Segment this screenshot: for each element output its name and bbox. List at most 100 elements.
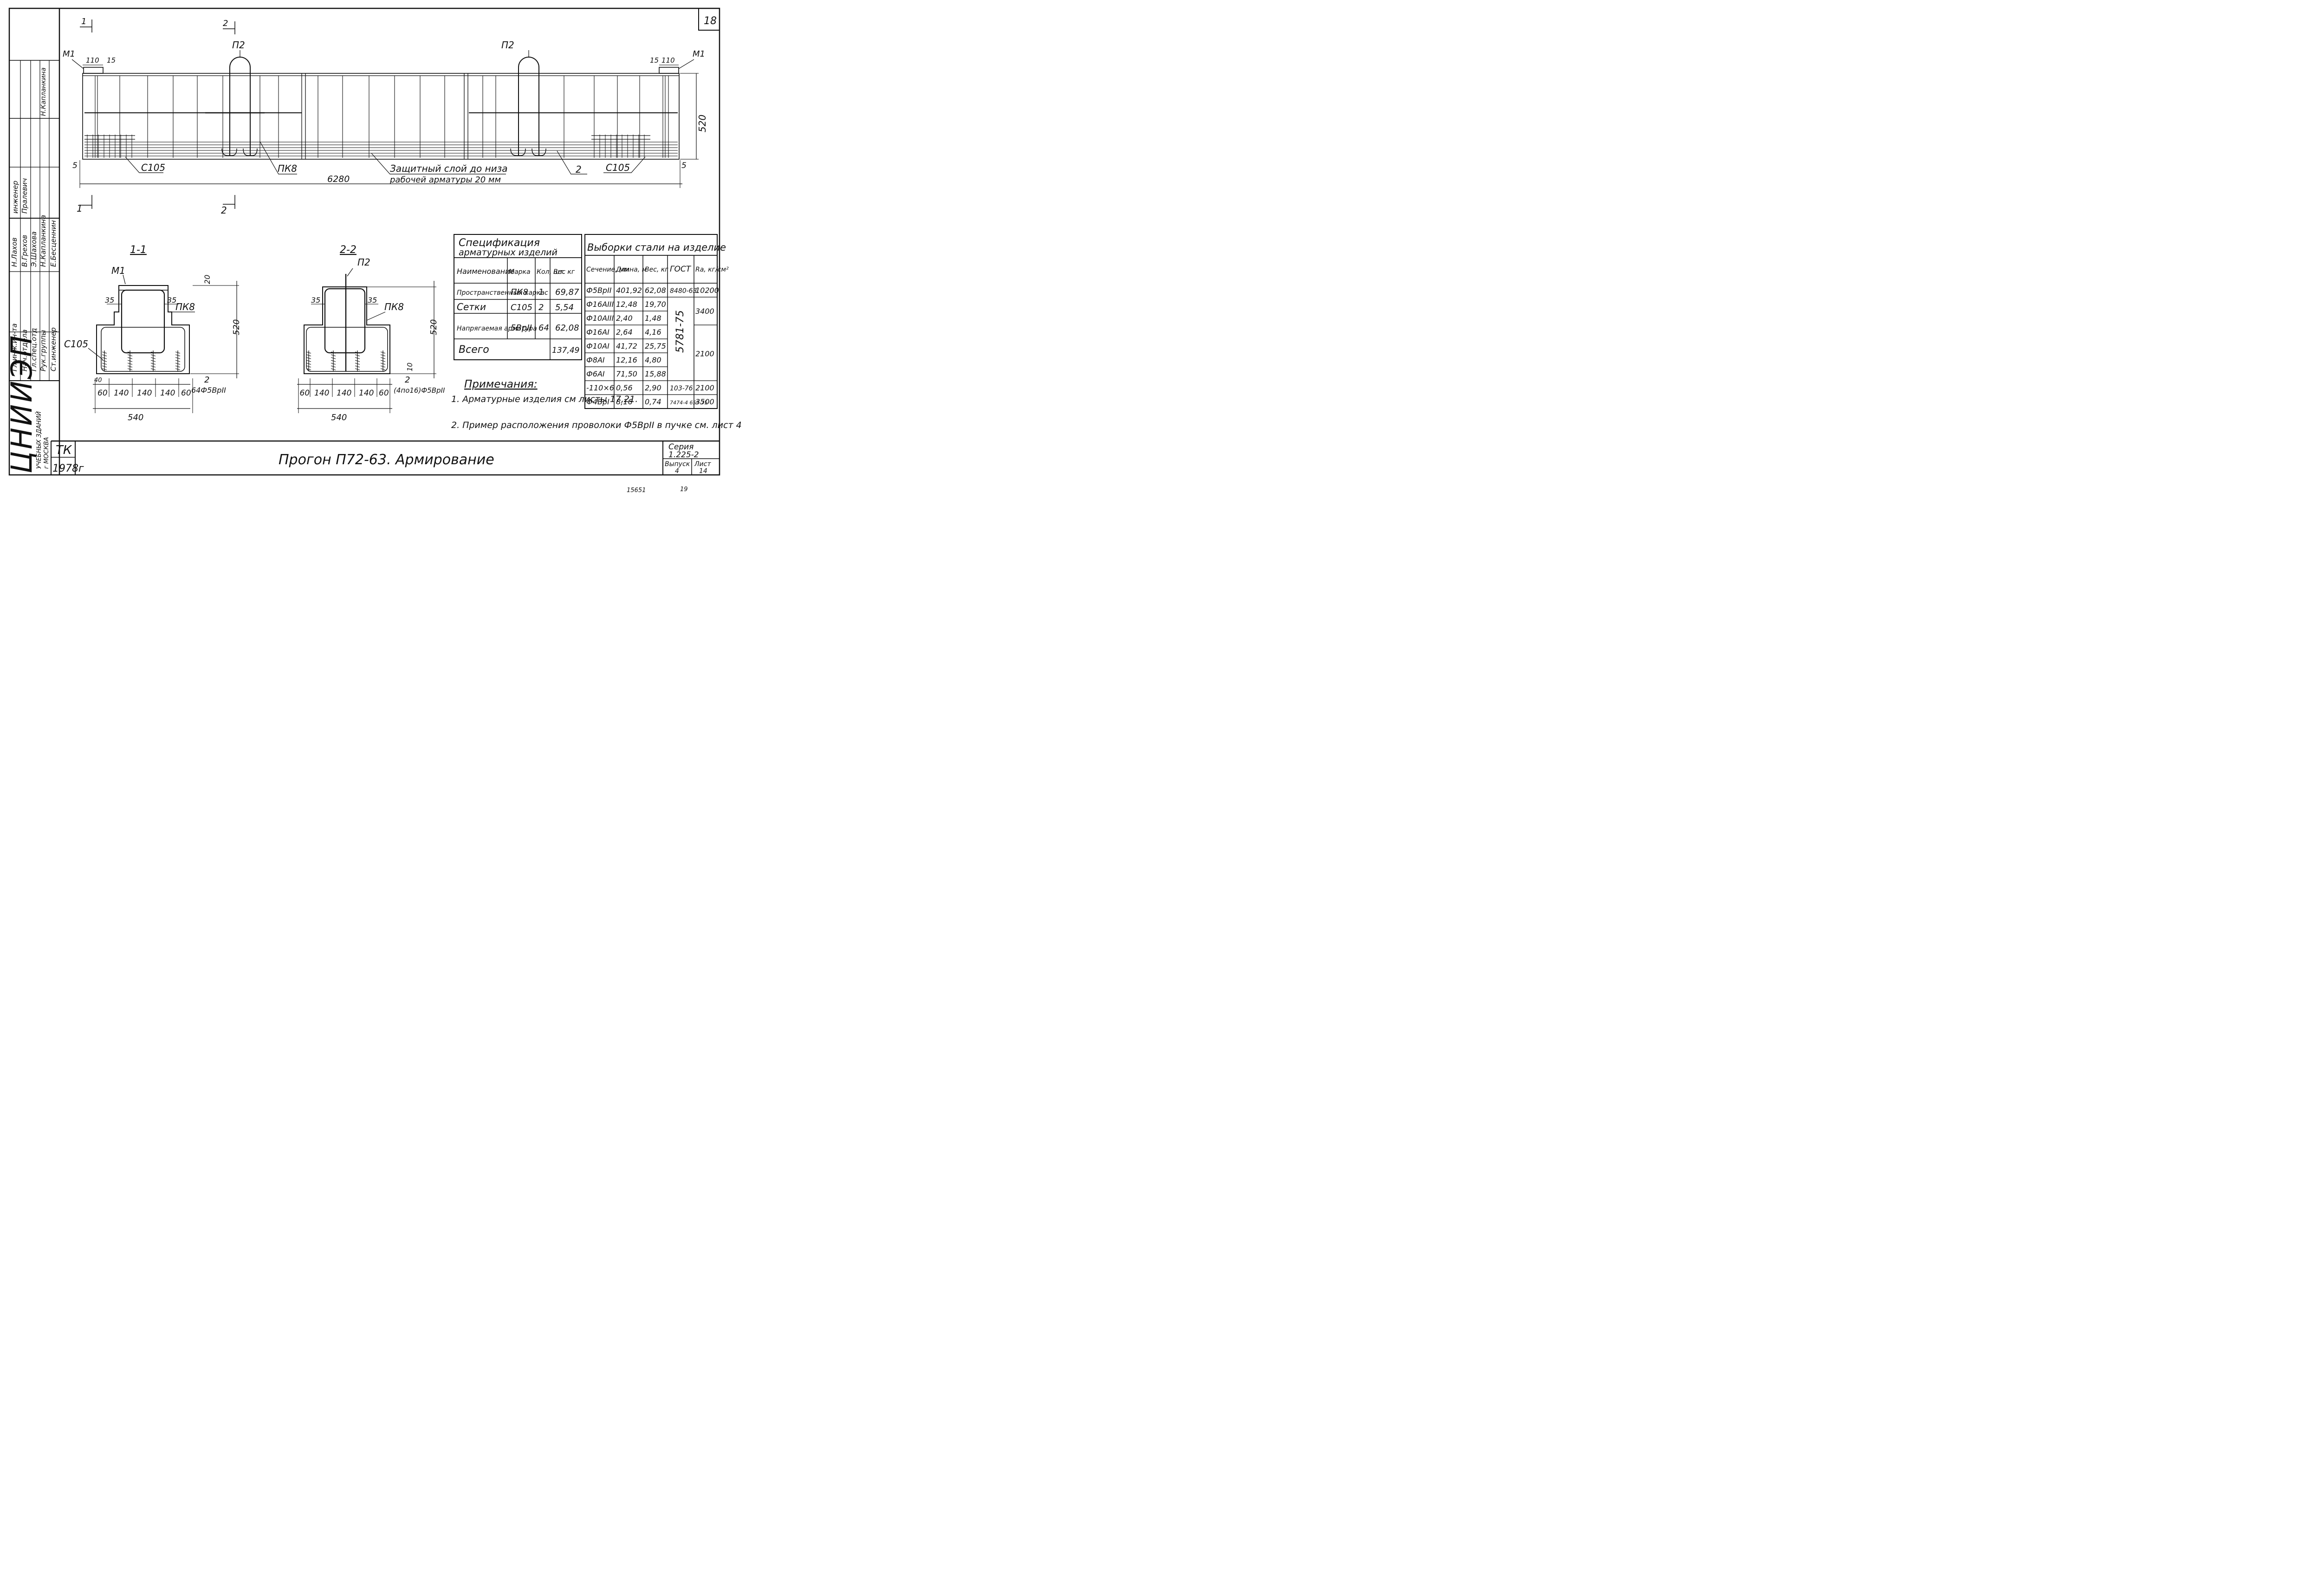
year-label: 1978г <box>52 463 84 474</box>
stamp-role-3: Рук.группы <box>39 330 47 371</box>
steel-cell-0-0: Ф5ВрII <box>586 286 612 295</box>
side-stamp <box>9 60 59 381</box>
steel-cell-3-0: Ф16АI <box>586 328 609 337</box>
section-1-dim-1: 140 <box>114 389 129 398</box>
steel-cell-8-4: 3500 <box>695 397 714 406</box>
spec-cell-0-1: ПК8 <box>511 287 528 297</box>
steel-cell-2-0: Ф10АIII <box>586 314 614 323</box>
steel-title: Выборки стали на изделие <box>587 242 726 253</box>
spec-header-0: Наименование <box>457 267 514 276</box>
section-1-c105: С105 <box>64 338 88 350</box>
section-1-bar-spec: 64Ф5ВрII <box>191 386 226 395</box>
steel-cell-1-2: 19,70 <box>645 300 666 309</box>
stamp-name-0: Н.Лахов <box>10 237 19 267</box>
section-2-dim-0: 60 <box>300 389 310 398</box>
stamp-role-4: Ст.инженер <box>49 327 58 371</box>
spec-cell-2-3: 62,08 <box>555 323 579 333</box>
lifting-loop-left <box>229 57 251 156</box>
bottom-stamp-left: 15651 <box>627 487 646 494</box>
notes-title: Примечания: <box>464 378 538 390</box>
section-1-dim-35b: 35 <box>167 296 176 305</box>
section-2-dim-520: 520 <box>429 319 439 335</box>
dim-5-right: 5 <box>681 161 687 170</box>
dim-110-left: 110 <box>86 56 99 65</box>
sheet-value: 14 <box>699 467 707 475</box>
steel-cell-4-2: 25,75 <box>645 342 666 350</box>
dim-length-6280: 6280 <box>327 174 350 184</box>
sheet-label: Лист <box>694 461 711 468</box>
section-2-title: 2-2 <box>340 244 357 256</box>
section-2-dim-10: 10 <box>406 363 414 371</box>
stamp-role-2: Гл.спец.отд <box>30 328 38 371</box>
steel-cell-7-3: 103-76 <box>670 385 693 392</box>
steel-cell-8-2: 0,74 <box>645 397 661 406</box>
note-1: 1. Арматурные изделия см листы 17,21. <box>451 394 638 404</box>
steel-cell-4-0: Ф10АI <box>586 342 609 350</box>
p2-left-label: П2 <box>232 39 245 51</box>
steel-cell-1-0: Ф16АIII <box>586 300 614 309</box>
section-2-dim-3: 140 <box>359 389 374 398</box>
section-1-dim-4: 60 <box>181 389 191 398</box>
section-1-outline <box>96 285 190 374</box>
steel-header-1: Длина, м <box>616 266 647 273</box>
steel-cell-0-2: 62,08 <box>645 286 666 295</box>
steel-header-4: Ra, кг/см² <box>695 266 729 273</box>
c105-right-label: С105 <box>606 162 630 173</box>
section-1-dim-40: 40 <box>94 377 102 384</box>
issue-label: Выпуск <box>665 461 690 468</box>
stamp-upper-name-0: Н.Капланкина <box>40 67 47 116</box>
cut-2-top: 2 <box>223 19 228 28</box>
steel-cell-0-4: 10200 <box>695 286 719 295</box>
spec-table: Спецификация арматурных изделий Наименов… <box>454 234 582 360</box>
spec-header-2: Кол, шт. <box>537 268 565 276</box>
stamp-role-0: Гл.инж.ин-та <box>10 324 19 371</box>
spec-total-value: 137,49 <box>552 346 579 355</box>
steel-cell-8-3: 7474-4 659-75 <box>670 400 707 406</box>
section-1-1: 1-1 М1 ПК8 С105 35 35 20 520 40 540 2 64… <box>64 244 241 422</box>
series-label: Серия <box>668 442 694 452</box>
steel-cell-1-1: 12,48 <box>616 300 637 309</box>
stamp-upper-role-0: инженер <box>11 181 19 214</box>
section-2-width: 540 <box>331 413 347 422</box>
outer-frame <box>8 7 720 476</box>
steel-header-3: ГОСТ <box>670 265 692 274</box>
section-1-dim-20: 20 <box>203 275 212 284</box>
section-1-width: 540 <box>128 413 143 422</box>
section-2-pk8: ПК8 <box>384 301 404 312</box>
section-1-m1: М1 <box>111 265 125 276</box>
steel-cell-6-2: 15,88 <box>645 370 666 378</box>
m1-right-label: М1 <box>693 49 705 59</box>
steel-cell-8-1: 8,16 <box>616 397 633 406</box>
section-2-2: 2-2 П2 ПК8 35 35 520 10 540 2 (4по16)Ф5В… <box>297 244 445 422</box>
tk-label: ТК <box>56 443 72 457</box>
steel-cell-7-1: 0,56 <box>616 383 633 392</box>
spec-cell-2-0: Напрягаемая арматура <box>457 325 537 332</box>
steel-cell-1-4: 3400 <box>695 307 714 316</box>
dim-15-right: 15 <box>650 56 659 65</box>
dim-110-right: 110 <box>661 56 675 65</box>
section-1-title: 1-1 <box>130 244 147 256</box>
stamp-role-1: Нач.отдела <box>20 330 29 371</box>
steel-cell-8-0: Ф4ВрI <box>586 397 609 406</box>
section-1-dim-2: 140 <box>137 389 152 398</box>
section-2-p2: П2 <box>357 257 370 268</box>
spec-title-2: арматурных изделий <box>459 247 558 258</box>
steel-table: Выборки стали на изделие Сечение, ммДлин… <box>584 234 729 409</box>
org-name-big: ЦНИИЭП <box>5 334 39 474</box>
section-2-dim-2: 140 <box>337 389 351 398</box>
steel-header-2: Вес, кг <box>645 266 668 273</box>
steel-cell-7-4: 2100 <box>695 383 714 392</box>
steel-header-0: Сечение, мм <box>586 266 629 273</box>
steel-cell-4-1: 41,72 <box>616 342 637 350</box>
cut-2-bottom: 2 <box>221 205 227 216</box>
steel-cell-3-1: 2,64 <box>616 328 633 337</box>
steel-cell-0-1: 401,92 <box>616 286 642 295</box>
p2-right-label: П2 <box>501 39 514 51</box>
embedded-plate-right <box>659 67 679 74</box>
cover-note-line2: рабочей арматуры 20 мм <box>389 175 501 185</box>
steel-cell-5-2: 4,80 <box>645 356 661 364</box>
org-logo: ЦНИИЭП УЧЕБНЫХ ЗДАНИЙ г МОСКВА <box>5 334 50 474</box>
section-1-dim-35a: 35 <box>105 296 114 305</box>
beam-elevation: М1 М1 П2 П2 С105 С105 ПК8 2 1 1 2 2 110 … <box>63 17 708 216</box>
